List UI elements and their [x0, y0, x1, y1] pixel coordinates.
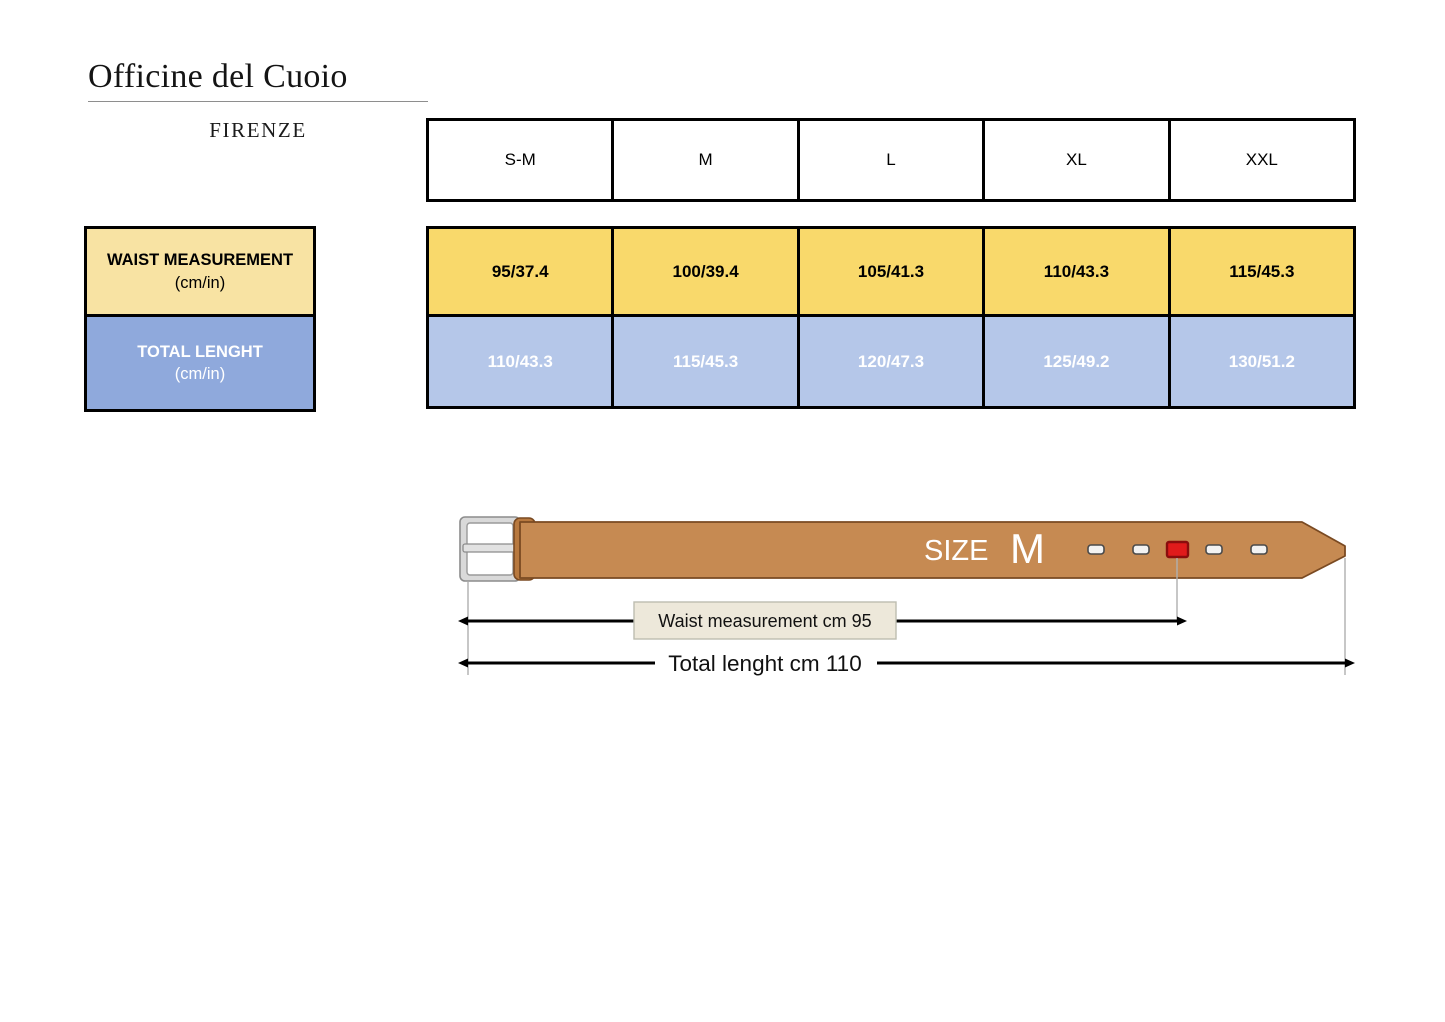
- total-length-dimension-label: Total lenght cm 110: [668, 651, 861, 676]
- row-label-waist-measurement: WAIST MEASUREMENT (cm/in): [87, 229, 313, 317]
- belt-holes-group: [1087, 540, 1268, 559]
- row-label-length-units: (cm/in): [174, 365, 226, 383]
- size-header-cell-4: XXL: [1245, 150, 1278, 169]
- waist-dimension-label: Waist measurement cm 95: [658, 611, 871, 631]
- length-cell-0: 110/43.3: [429, 317, 615, 406]
- size-header-cell-3: XL: [985, 121, 1171, 199]
- belt-strap: [519, 521, 1346, 579]
- belt-size-value-label: M: [1010, 525, 1045, 572]
- brand-block: Officine del Cuoio FIRENZE: [88, 58, 428, 143]
- waist-dimension-callout-box: [633, 601, 897, 640]
- waist-cell-2: 105/41.3: [799, 229, 986, 314]
- length-cell-4: 130/51.2: [1170, 317, 1354, 406]
- waist-cell-0: 95/37.4: [429, 229, 615, 314]
- size-header-table: S-M M L XL XXL: [426, 118, 1356, 202]
- belt-buckle-icon: [459, 516, 521, 582]
- total-length-dimension-line: Total lenght cm 110: [458, 651, 1355, 676]
- length-cell-3: 125/49.2: [985, 317, 1171, 406]
- row-label-total-length: TOTAL LENGHT (cm/in): [87, 317, 313, 409]
- brand-city: FIRENZE: [209, 118, 307, 143]
- belt-hole-5: [1250, 544, 1268, 555]
- belt-hole-2: [1132, 544, 1150, 555]
- row-label-box: WAIST MEASUREMENT (cm/in) TOTAL LENGHT (…: [84, 226, 316, 412]
- brand-name: Officine del Cuoio: [88, 58, 428, 103]
- size-header-cell-1: M: [614, 121, 800, 199]
- belt-hole-3-highlighted: [1165, 540, 1190, 559]
- waist-cell-3: 110/43.3: [985, 229, 1171, 314]
- table-row-total-length: 110/43.3 115/45.3 120/47.3 125/49.2 130/…: [429, 317, 1354, 406]
- row-label-waist-units: (cm/in): [174, 273, 226, 292]
- row-label-length-title: TOTAL LENGHT: [137, 342, 263, 361]
- belt-hole-4: [1205, 544, 1223, 555]
- size-header-cell-0: S-M: [429, 121, 615, 199]
- size-header-cell-2: L: [800, 121, 986, 199]
- row-label-waist-title: WAIST MEASUREMENT: [106, 251, 294, 270]
- length-cell-1: 115/45.3: [614, 317, 800, 406]
- waist-cell-4: 115/45.3: [1170, 229, 1354, 314]
- belt-diagram: SIZE M Waist measurement cm 95 To: [440, 500, 1380, 700]
- measurements-table: 95/37.4 100/39.4 105/41.3 110/43.3 115/4…: [426, 226, 1356, 409]
- belt-size-prefix-label: SIZE: [924, 535, 988, 567]
- length-cell-2: 120/47.3: [799, 317, 986, 406]
- table-row-waist-measurement: 95/37.4 100/39.4 105/41.3 110/43.3 115/4…: [429, 229, 1354, 317]
- dimension-extension-lines: [467, 558, 1346, 675]
- waist-dimension-line: Waist measurement cm 95: [458, 601, 1187, 640]
- belt-hole-1: [1087, 544, 1105, 555]
- waist-cell-1: 100/39.4: [614, 229, 800, 314]
